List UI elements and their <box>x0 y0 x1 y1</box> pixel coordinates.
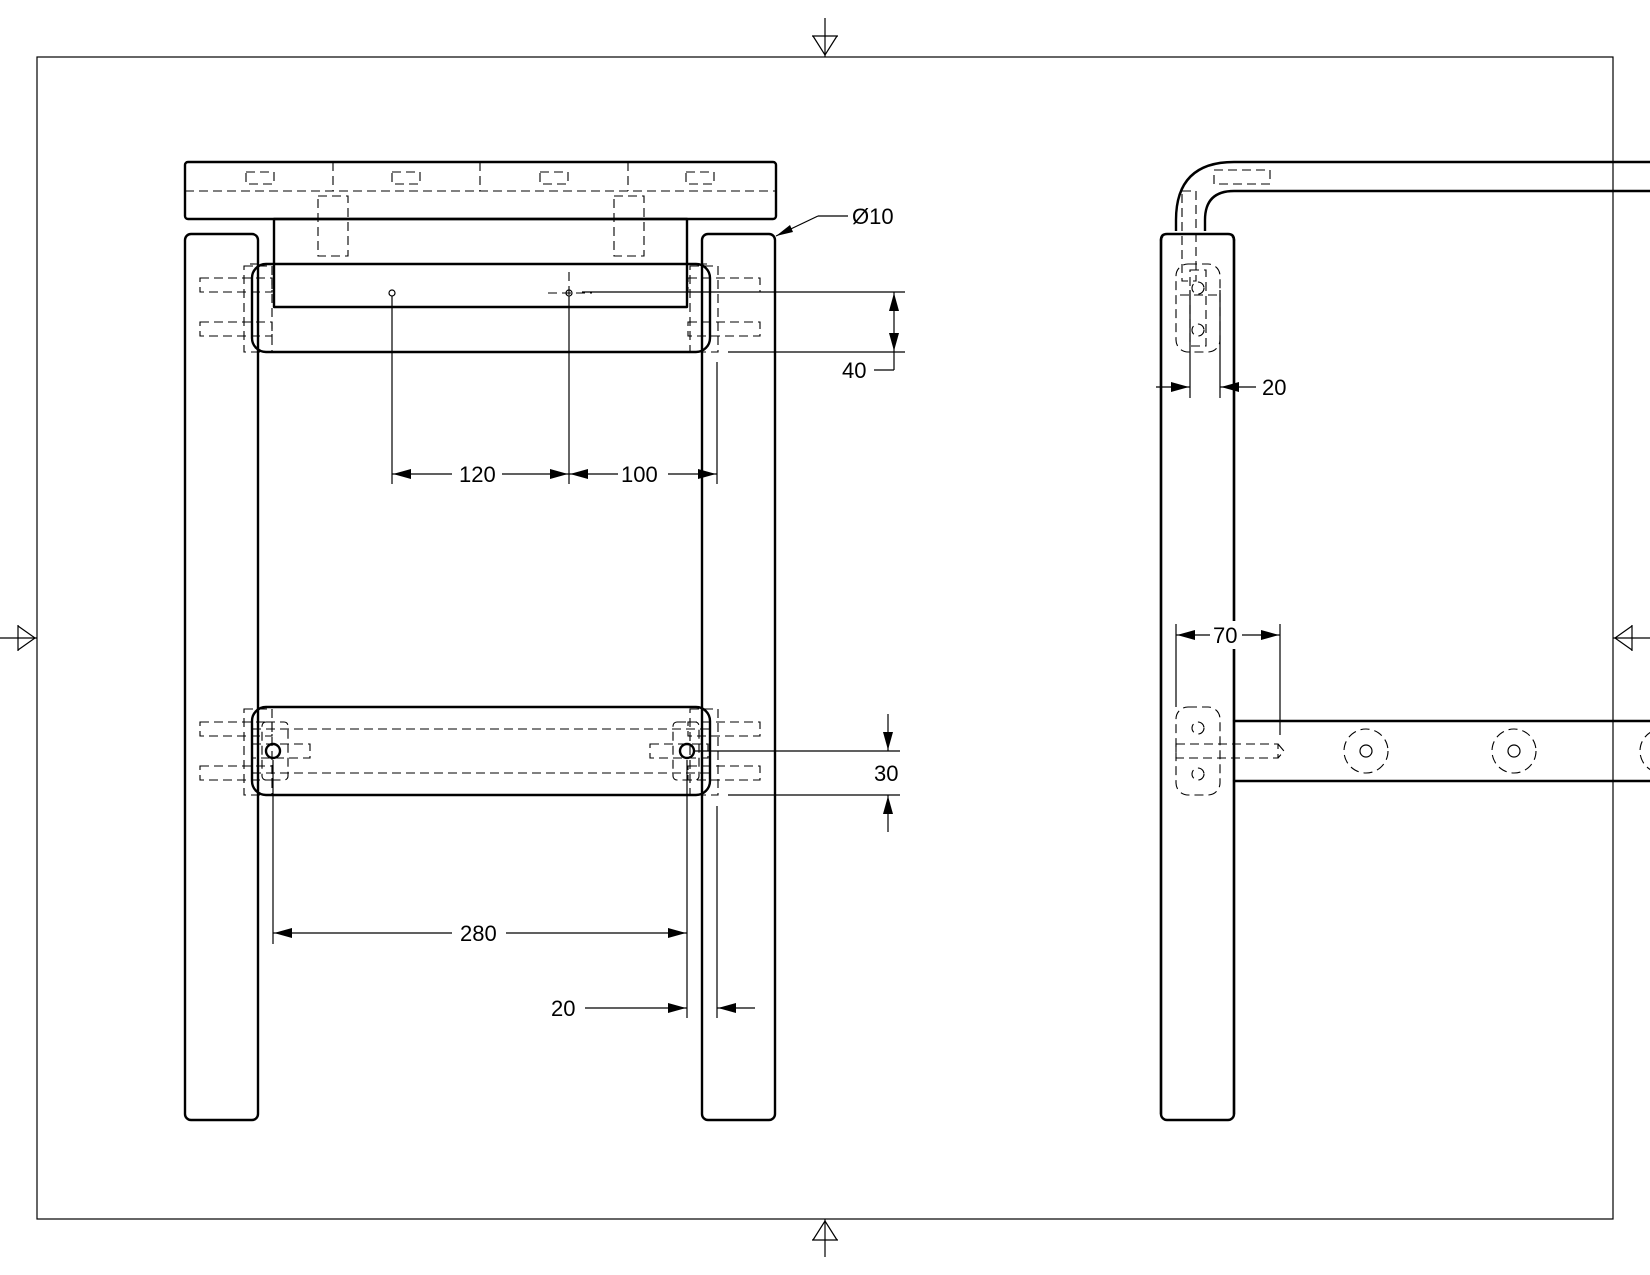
dim-hole-spacing-right: 100 <box>621 462 658 487</box>
lower-stretcher <box>250 705 712 797</box>
dim-top-rail-offset: 40 <box>842 358 866 383</box>
front-left-leg <box>183 232 260 1122</box>
center-mark-top <box>812 18 838 57</box>
lower-hole-right <box>678 742 696 760</box>
dim-leg-inset-side: 20 <box>1262 375 1286 400</box>
apron <box>272 217 689 309</box>
dim-lower-rail-height: 30 <box>874 761 898 786</box>
side-seat-bend <box>1174 160 1650 236</box>
lower-hole-left <box>264 742 282 760</box>
side-leg <box>1159 232 1236 1122</box>
front-view-dimensions: Ø10 40 120 100 30 <box>272 204 905 1021</box>
dim-hole-spacing-left: 120 <box>459 462 496 487</box>
dim-hole-diameter: Ø10 <box>852 204 894 229</box>
centering-marks <box>0 18 1650 1257</box>
dim-lower-hole-spacing: 280 <box>460 921 497 946</box>
center-mark-right <box>1613 625 1650 651</box>
dim-side-hole-offset: 70 <box>1213 623 1237 648</box>
front-view <box>183 160 778 1122</box>
dim-leg-inset-front: 20 <box>551 996 575 1021</box>
center-mark-bottom <box>812 1219 838 1257</box>
side-view <box>1159 160 1650 1122</box>
front-right-leg <box>700 232 777 1122</box>
side-view-dimensions: 20 70 <box>1156 290 1286 735</box>
center-mark-left <box>0 625 37 651</box>
